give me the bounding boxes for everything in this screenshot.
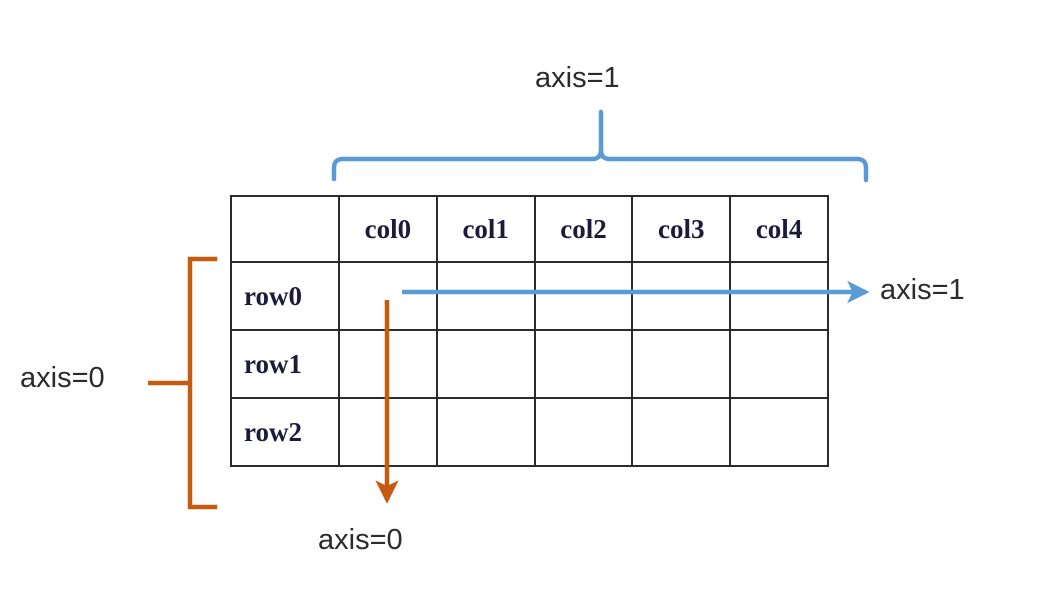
table-cell (631, 397, 732, 467)
table-cell (729, 329, 829, 399)
column-header-label: col0 (364, 213, 412, 244)
row-header-row2: row2 (230, 397, 340, 467)
row-header-label: row1 (244, 348, 302, 379)
top-brace-axis1 (331, 109, 869, 183)
row-header-label: row0 (244, 280, 302, 311)
table-header-row: col0 col1 col2 col3 col4 (230, 195, 829, 263)
top-brace-label-axis1: axis=1 (535, 62, 620, 94)
table-cell (533, 261, 634, 331)
table-cell (631, 329, 732, 399)
column-header-label: col4 (755, 213, 803, 244)
dataframe-table: col0 col1 col2 col3 col4 row0 (230, 195, 829, 467)
table-cell (729, 397, 829, 467)
table-cell (435, 329, 536, 399)
column-header-col1: col1 (435, 195, 536, 263)
row-header-label: row2 (244, 416, 302, 447)
table-cell (533, 329, 634, 399)
table-cell (533, 397, 634, 467)
row-header-row1: row1 (230, 329, 340, 399)
bottom-arrow-label-axis0: axis=0 (318, 524, 403, 556)
left-bracket-axis0 (148, 256, 218, 510)
table-row: row2 (230, 397, 829, 467)
column-header-col3: col3 (631, 195, 732, 263)
table-cell (435, 397, 536, 467)
right-arrow-label-axis1: axis=1 (880, 274, 965, 306)
table-cell (435, 261, 536, 331)
table-corner-cell (230, 195, 340, 263)
table-cell (631, 261, 732, 331)
table-row: row0 (230, 261, 829, 331)
column-header-col2: col2 (533, 195, 634, 263)
left-bracket-label-axis0: axis=0 (20, 362, 105, 394)
table-cell (729, 261, 829, 331)
column-header-col4: col4 (729, 195, 829, 263)
row-header-row0: row0 (230, 261, 340, 331)
column-header-col0: col0 (338, 195, 438, 263)
column-header-label: col1 (462, 213, 509, 244)
column-header-label: col3 (658, 213, 705, 244)
column-header-label: col2 (560, 213, 607, 244)
